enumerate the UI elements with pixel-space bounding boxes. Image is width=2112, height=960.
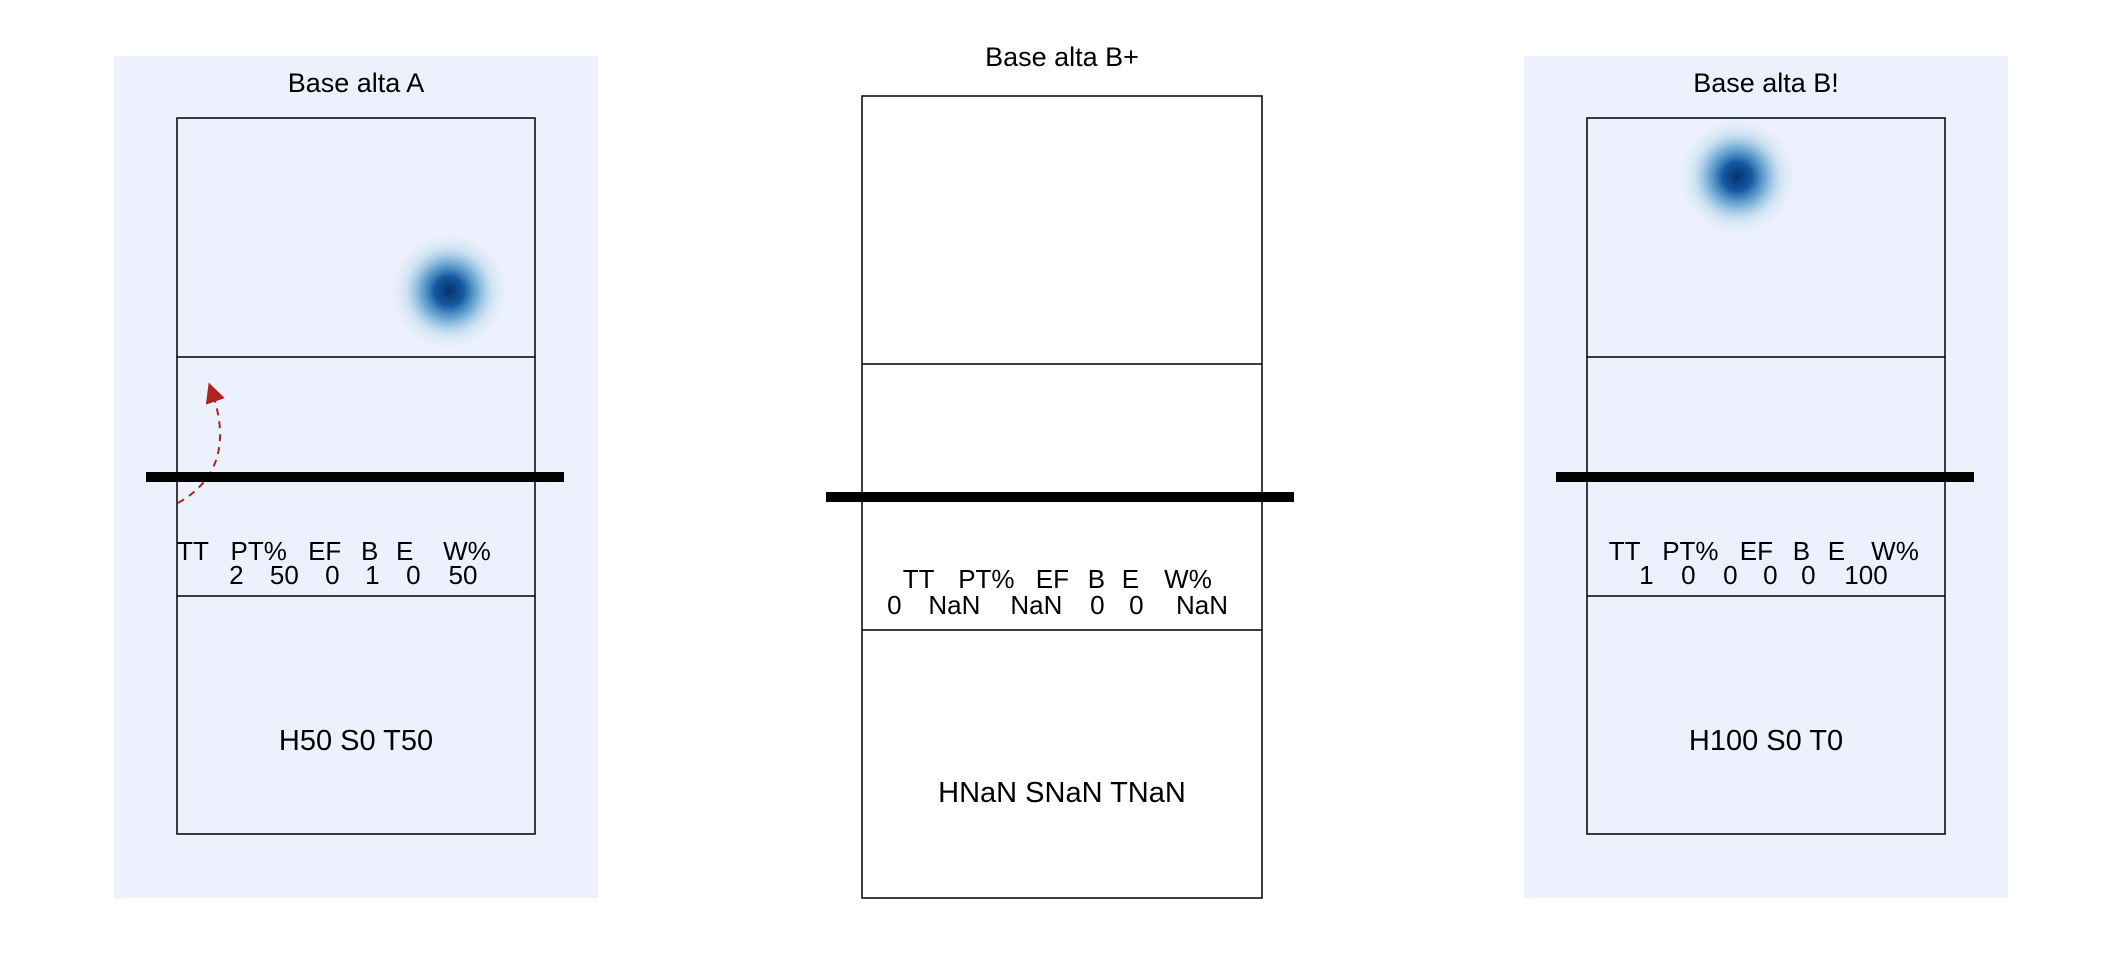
stat-value: 0 <box>406 560 420 590</box>
stat-value: 0 <box>1801 560 1815 590</box>
stat-label: B <box>1793 536 1810 566</box>
heat-spots <box>391 233 508 350</box>
stat-value: NaN <box>1010 590 1062 620</box>
stat-label: B <box>361 536 378 566</box>
panel-title: Base alta A <box>288 68 425 98</box>
stat-value: 0 <box>1763 560 1777 590</box>
stat-label: PT% <box>958 564 1014 594</box>
stat-value: 0 <box>887 590 901 620</box>
heat-spot <box>391 233 508 350</box>
stat-value: NaN <box>928 590 980 620</box>
stat-label: E <box>1828 536 1845 566</box>
stats-header-row: TT PT% EF B E W% <box>903 564 1212 594</box>
stat-label: EF <box>308 536 341 566</box>
stats-value-row: 1 0 0 0 0 100 <box>1639 560 1888 590</box>
summary-text: H100 S0 T0 <box>1689 725 1843 757</box>
summary-text: HNaN SNaN TNaN <box>938 777 1186 809</box>
court-panel-3: Base alta B! TT PT% EF B E W% 1 0 0 0 0 … <box>1524 56 2008 898</box>
stat-value: 50 <box>270 560 299 590</box>
stat-value: 0 <box>1723 560 1737 590</box>
stat-value: 0 <box>1681 560 1695 590</box>
stat-label: W% <box>443 536 491 566</box>
heat-spot <box>1679 118 1796 235</box>
heat-spots <box>1679 118 1796 235</box>
trajectory-arrow <box>177 382 225 504</box>
panel-title: Base alta B+ <box>985 42 1139 72</box>
stat-label: TT <box>177 536 209 566</box>
summary-text: H50 S0 T50 <box>279 725 433 757</box>
stat-label: E <box>1122 564 1139 594</box>
stat-label: EF <box>1036 564 1069 594</box>
stat-label: E <box>396 536 413 566</box>
stat-value: 0 <box>325 560 339 590</box>
stats-header-row: TT PT% EF B E W% <box>177 536 527 566</box>
stat-label: B <box>1088 564 1105 594</box>
stat-label: PT% <box>231 536 287 566</box>
stat-label: PT% <box>1662 536 1718 566</box>
stat-label: TT <box>903 564 935 594</box>
stat-label: W% <box>1871 536 1919 566</box>
panel-title: Base alta B! <box>1693 68 1839 98</box>
stat-value: 2 <box>229 560 243 590</box>
stat-value: 1 <box>365 560 379 590</box>
stat-label: TT <box>1609 536 1641 566</box>
stat-value: 0 <box>1129 590 1143 620</box>
stat-value: 50 <box>449 560 478 590</box>
stat-value: NaN <box>1176 590 1228 620</box>
court-panel-2: Base alta B+ TT PT% EF B E W% 0 NaN NaN … <box>826 42 1294 899</box>
stat-label: W% <box>1164 564 1212 594</box>
stat-value: 100 <box>1844 560 1887 590</box>
stats-value-row: 0 NaN NaN 0 0 NaN <box>887 590 1228 620</box>
stat-label: EF <box>1740 536 1773 566</box>
stats-header-row: TT PT% EF B E W% <box>1609 536 1919 566</box>
stat-value: 0 <box>1090 590 1104 620</box>
court-panel-1: Base alta A TT PT% EF B E W% 2 50 0 1 0 … <box>114 56 598 898</box>
stats-value-row: 2 50 0 1 0 50 <box>229 560 477 590</box>
stat-value: 1 <box>1639 560 1653 590</box>
